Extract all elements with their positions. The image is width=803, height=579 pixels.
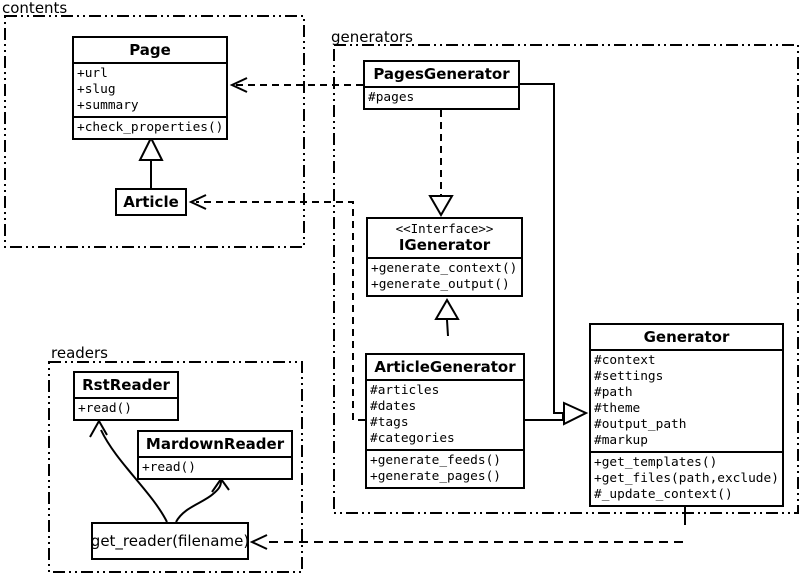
readers-package-label: readers — [51, 344, 108, 362]
dependency-arrowhead-icon — [188, 194, 207, 210]
class-title: MardownReader — [145, 435, 285, 453]
attribute-line: #categories — [370, 431, 455, 446]
method-line: +generate_output() — [371, 277, 510, 292]
attribute-line: +summary — [77, 98, 139, 113]
class-box-generator: Generator #context #settings #path #them… — [589, 323, 784, 507]
class-box-mardownreader: MardownReader +read() — [137, 430, 293, 480]
class-methods: +get_templates() +get_files(path,exclude… — [591, 451, 782, 505]
dependency-arrowhead-icon — [249, 534, 268, 550]
class-methods: +read() — [139, 456, 291, 478]
edge-getreader-to-mardownreader — [175, 480, 222, 523]
attribute-line: +url — [77, 66, 108, 81]
class-methods: +read() — [75, 397, 177, 419]
arrowhead-icon — [211, 477, 230, 493]
class-attributes: +url +slug +summary — [74, 62, 226, 116]
realization-triangle-icon — [434, 298, 460, 320]
attribute-line: #context — [594, 353, 656, 368]
generalization-triangle-icon — [563, 401, 589, 426]
class-box-articlegenerator: ArticleGenerator #articles #dates #tags … — [365, 353, 525, 489]
class-attributes: #context #settings #path #theme #output_… — [591, 349, 782, 451]
class-methods: +check_properties() — [74, 116, 226, 138]
arrowhead-icon — [89, 418, 108, 438]
method-line: +get_files(path,exclude) — [594, 471, 779, 486]
contents-package-label: contents — [2, 0, 68, 17]
edge-articlegenerator-to-article-dependency — [196, 201, 365, 421]
class-box-article: Article — [115, 188, 187, 216]
method-line: +generate_pages() — [370, 469, 501, 484]
class-stereotype: <<Interface>> — [395, 221, 494, 236]
dependency-arrowhead-icon — [229, 77, 248, 93]
attribute-line: #theme — [594, 401, 641, 416]
class-box-rstreader: RstReader +read() — [73, 371, 179, 421]
function-label: get_reader(filename) — [90, 532, 250, 550]
class-attributes: #pages — [365, 86, 518, 108]
generators-package-label: generators — [331, 28, 413, 46]
class-title: PagesGenerator — [373, 65, 510, 83]
attribute-line: +slug — [77, 82, 116, 97]
realization-triangle-icon — [428, 195, 454, 217]
attribute-line: #pages — [368, 90, 415, 105]
class-title: IGenerator — [398, 236, 491, 254]
class-title: Generator — [643, 328, 730, 346]
class-title: Article — [123, 193, 179, 211]
method-line: +generate_context() — [371, 261, 518, 276]
attribute-line: #markup — [594, 433, 648, 448]
attribute-line: #tags — [370, 415, 409, 430]
get-reader-function-box: get_reader(filename) — [91, 522, 249, 560]
method-line: +get_templates() — [594, 455, 718, 470]
attribute-line: #articles — [370, 383, 440, 398]
class-box-pagesgenerator: PagesGenerator #pages — [363, 60, 520, 110]
class-methods: +generate_context() +generate_output() — [368, 257, 521, 295]
attribute-line: #settings — [594, 369, 664, 384]
attribute-line: #path — [594, 385, 633, 400]
edge-generators-to-generator-generalization — [520, 83, 564, 421]
class-title: ArticleGenerator — [374, 358, 516, 376]
method-line: +check_properties() — [77, 120, 224, 135]
method-line: +read() — [142, 460, 196, 475]
class-box-page: Page +url +slug +summary +check_properti… — [72, 36, 228, 140]
class-title: RstReader — [82, 376, 170, 394]
method-line: #_update_context() — [594, 487, 733, 502]
class-attributes: #articles #dates #tags #categories — [367, 379, 523, 449]
generalization-triangle-icon — [138, 135, 164, 161]
attribute-line: #output_path — [594, 417, 687, 432]
class-methods: +generate_feeds() +generate_pages() — [367, 449, 523, 487]
class-box-igenerator: <<Interface>> IGenerator +generate_conte… — [366, 217, 523, 297]
attribute-line: #dates — [370, 399, 417, 414]
method-line: +read() — [78, 401, 132, 416]
edge-articlegenerator-to-igenerator-realization — [446, 319, 449, 337]
method-line: +generate_feeds() — [370, 453, 501, 468]
class-title: Page — [129, 41, 171, 59]
